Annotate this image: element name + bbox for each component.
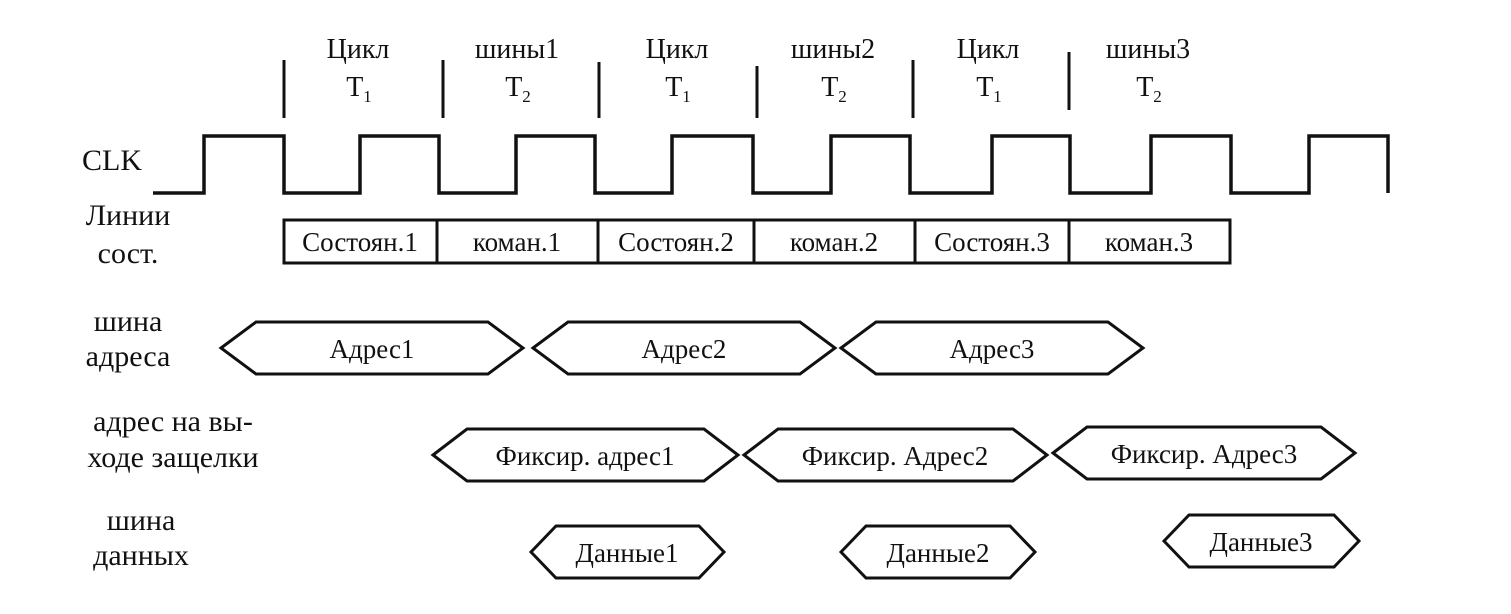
address-hexagon-3 <box>838 320 1146 376</box>
cycle-header-2-t: T2 <box>505 72 531 106</box>
cycle-header-5-top: Цикл <box>957 34 1020 65</box>
row-labels: CLK Линии сост. шина адреса адрес на вы-… <box>82 144 259 572</box>
cycle-header-1-top: Цикл <box>327 34 390 65</box>
status-box-1 <box>282 218 439 265</box>
data-hexagon-1 <box>528 524 727 580</box>
status-lines-label-1: Линии <box>86 199 171 232</box>
status-box-3-text: Состоян.2 <box>618 227 734 257</box>
data-1-text: Данные1 <box>576 538 679 568</box>
clk-waveform <box>153 134 1390 195</box>
data-hexagon-2 <box>838 524 1038 580</box>
status-lines-row: Состоян.1 коман.1 Состоян.2 коман.2 Сост… <box>282 218 1232 265</box>
status-box-4 <box>752 218 917 265</box>
address-3-text: Адрес3 <box>950 334 1035 364</box>
address-bus-label-1: шина <box>94 305 163 338</box>
status-box-2 <box>435 218 600 265</box>
address-hexagon-2 <box>530 320 838 376</box>
data-3-text: Данные3 <box>1210 527 1313 557</box>
cycle-header-3-t: T1 <box>665 72 691 106</box>
latch-hexagon-3 <box>1050 425 1358 481</box>
address-hexagon-1 <box>218 320 526 376</box>
cycle-header-4-top: шины2 <box>791 34 875 65</box>
data-bus-label-2: данных <box>93 539 189 572</box>
cycle-header-6-top: шины3 <box>1106 34 1190 65</box>
cycle-header-2-top: шины1 <box>475 34 559 65</box>
address-bus-label-2: адреса <box>86 340 171 373</box>
status-lines-label-2: сост. <box>98 237 159 270</box>
data-bus-label-1: шина <box>107 504 176 537</box>
data-2-text: Данные2 <box>887 538 990 568</box>
address-1-text: Адрес1 <box>330 334 415 364</box>
latch-output-row: Фиксир. адрес1 Фиксир. Адрес2 Фиксир. Ад… <box>430 425 1358 483</box>
status-box-1-text: Состоян.1 <box>302 227 418 257</box>
status-box-5-text: Состоян.3 <box>934 227 1050 257</box>
cycle-header-6-t: T2 <box>1136 72 1162 106</box>
status-box-2-text: коман.1 <box>473 227 561 257</box>
latch-hexagon-2 <box>741 427 1050 483</box>
status-box-5 <box>913 218 1071 265</box>
cycle-header-4-t: T2 <box>821 72 847 106</box>
cycle-header-1-t: T1 <box>346 72 372 106</box>
clk-label: CLK <box>82 144 142 177</box>
status-box-6-text: коман.3 <box>1105 227 1193 257</box>
status-box-3 <box>596 218 756 265</box>
cycle-header-5-t: T1 <box>976 72 1002 106</box>
cycle-headers: Цикл T1 шины1 T2 Цикл T1 шины2 T2 Цикл T… <box>327 34 1191 106</box>
latch-output-label-1: адрес на вы- <box>93 405 253 438</box>
latch-output-label-2: ходе защелки <box>87 441 258 474</box>
latch-2-text: Фиксир. Адрес2 <box>802 441 989 471</box>
cycle-dividers <box>282 52 1071 118</box>
latch-hexagon-1 <box>430 427 741 483</box>
address-2-text: Адрес2 <box>642 334 727 364</box>
latch-3-text: Фиксир. Адрес3 <box>1111 439 1298 469</box>
data-hexagon-3 <box>1161 513 1362 569</box>
data-bus-row: Данные1 Данные2 Данные3 <box>528 513 1362 580</box>
address-bus-row: Адрес1 Адрес2 Адрес3 <box>218 320 1146 376</box>
status-box-6 <box>1067 218 1232 265</box>
status-box-4-text: коман.2 <box>790 227 878 257</box>
cycle-header-3-top: Цикл <box>646 34 709 65</box>
latch-1-text: Фиксир. адрес1 <box>495 441 674 471</box>
